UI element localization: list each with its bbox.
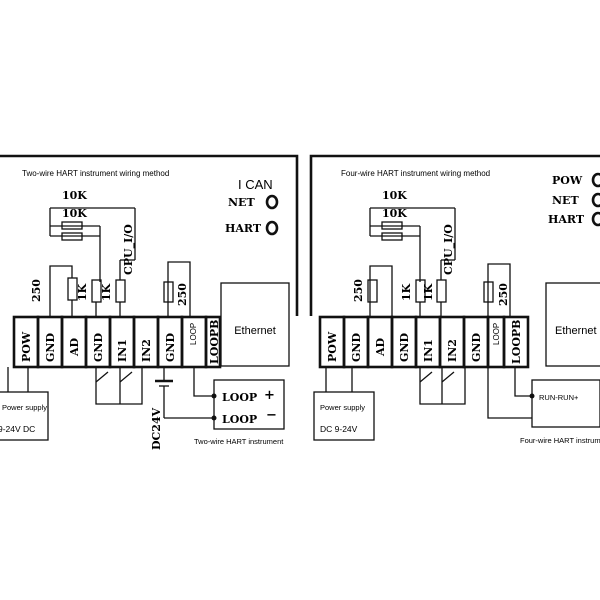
right-res-10k-2: 10K	[382, 207, 407, 220]
right-hart-label: HART	[548, 213, 585, 226]
right-terminal-block: POW GND AD GND IN1 IN2 GND LOOP LOOPB	[318, 315, 530, 369]
right-terminal-label-ad: AD	[374, 337, 387, 357]
left-hart-label: HART	[225, 222, 262, 235]
right-res-250-label: 250	[352, 279, 365, 302]
left-terminal-label-pow: POW	[20, 331, 33, 362]
left-res-10k-1-body	[61, 221, 83, 230]
right-instrument-label: RUN-RUN+	[539, 393, 579, 402]
right-board-outline	[309, 154, 600, 316]
left-res-10k-2-body	[61, 232, 83, 241]
left-net-led-icon	[265, 194, 279, 210]
left-power-supply-voltage: 9-24V DC	[0, 424, 35, 434]
right-terminal-label-in1: IN1	[422, 339, 435, 362]
left-instrument-caption: Two-wire HART instrument	[194, 437, 284, 446]
right-res-1k-b-body	[436, 279, 447, 303]
right-net-led-icon	[591, 192, 600, 208]
right-panel-title: Four-wire HART instrument wiring method	[341, 169, 490, 178]
left-instrument-plus: +	[264, 388, 275, 403]
left-res-1k-b-label: 1K	[100, 283, 113, 301]
right-hart-instrument	[531, 379, 600, 428]
left-terminal-label-ad: AD	[68, 337, 81, 357]
left-switch-1-icon	[95, 371, 109, 383]
left-terminal-label-loopb: LOOPB	[208, 320, 221, 364]
left-res-1k-b-body	[115, 279, 126, 303]
left-terminal-label-gnd-3: GND	[164, 333, 177, 362]
left-power-supply-title: Power supply	[2, 403, 47, 412]
left-instrument-pos: LOOP	[222, 391, 257, 404]
left-brand-label: I CAN	[238, 177, 273, 192]
right-panel: Four-wire HART instrument wiring method …	[309, 154, 600, 445]
left-net-label: NET	[228, 196, 255, 209]
right-ethernet-port	[545, 282, 600, 367]
right-cpu-label: CPU_I/O	[442, 224, 456, 275]
left-dc-label: DC24V	[150, 407, 163, 450]
right-terminal-label-loopb: LOOPB	[510, 320, 523, 364]
right-res-10k-1-body	[381, 221, 403, 230]
right-terminal-label-gnd-2: GND	[398, 333, 411, 362]
left-loop-res-label: 250	[176, 283, 189, 306]
right-terminal-label-gnd-3: GND	[470, 333, 483, 362]
left-panel-title: Two-wire HART instrument wiring method	[22, 169, 169, 178]
left-instrument-minus: −	[266, 408, 277, 423]
right-power-supply-title: Power supply	[320, 403, 365, 412]
right-res-1k-b-label: 1K	[422, 283, 435, 301]
right-res-250-body	[367, 279, 378, 303]
right-loop-res-label: 250	[497, 283, 510, 306]
left-terminal-block: POW GND AD GND IN1 IN2 GND LOOP LOOPB	[12, 315, 222, 369]
right-res-1k-a-label: 1K	[400, 283, 413, 301]
left-power-supply	[0, 391, 49, 441]
left-res-10k-1: 10K	[62, 189, 87, 202]
right-terminal-label-gnd-1: GND	[350, 333, 363, 362]
right-pow-led-icon	[591, 172, 600, 188]
right-switch-1-icon	[419, 371, 433, 383]
right-power-supply	[313, 391, 375, 441]
right-terminal-label-loop: LOOP	[492, 323, 501, 345]
right-hart-led-icon	[591, 211, 600, 227]
left-hart-led-icon	[265, 220, 279, 236]
left-ethernet-label: Ethernet	[234, 325, 276, 337]
left-loop-res-body	[163, 281, 174, 303]
left-res-250-label: 250	[30, 279, 43, 302]
right-terminal-label-pow: POW	[326, 331, 339, 362]
left-hart-instrument	[213, 379, 285, 430]
right-res-10k-2-body	[381, 232, 403, 241]
right-instrument-caption: Four-wire HART instrument	[520, 436, 600, 445]
left-res-10k-2: 10K	[62, 207, 87, 220]
left-terminal-loopb	[204, 315, 222, 369]
left-terminal-label-in2: IN2	[140, 339, 153, 362]
left-panel: Two-wire HART instrument wiring method I…	[0, 154, 299, 450]
right-ethernet-label: Ethernet	[555, 325, 597, 337]
left-switch-2-icon	[119, 371, 133, 383]
right-terminal-loopb	[502, 315, 530, 369]
right-terminal-label-in2: IN2	[446, 339, 459, 362]
right-loop-res-body	[483, 281, 494, 303]
right-pow-label: POW	[552, 174, 583, 187]
right-power-supply-voltage: DC 9-24V	[320, 424, 358, 434]
left-res-1k-a-label: 1K	[76, 283, 89, 301]
right-res-10k-1: 10K	[382, 189, 407, 202]
left-board-outline	[0, 154, 299, 316]
left-terminal-label-gnd-2: GND	[92, 333, 105, 362]
right-net-label: NET	[552, 194, 579, 207]
left-terminal-label-in1: IN1	[116, 339, 129, 362]
left-terminal-label-loop: LOOP	[189, 323, 198, 345]
left-instrument-neg: LOOP	[222, 413, 257, 426]
left-cpu-label: CPU_I/O	[122, 224, 136, 275]
right-switch-2-icon	[441, 371, 455, 383]
left-terminal-label-gnd-1: GND	[44, 333, 57, 362]
